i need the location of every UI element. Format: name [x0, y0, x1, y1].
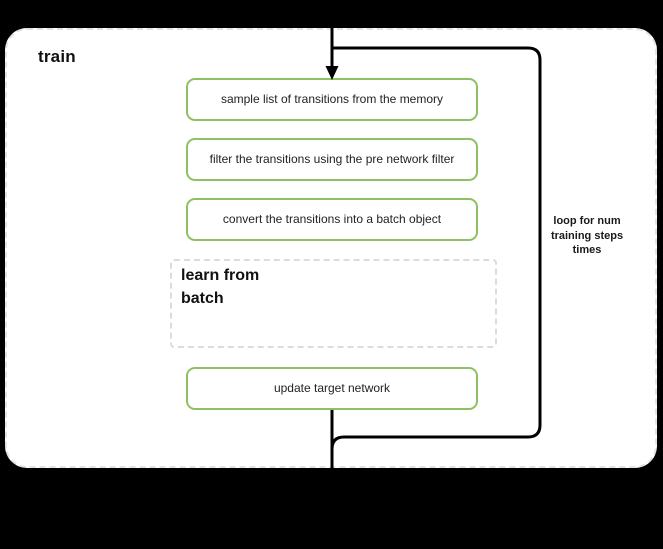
step-label-filter: filter the transitions using the pre net…	[209, 152, 455, 167]
loop-annotation-label: loop for num training steps times	[548, 214, 626, 258]
loop-label-line-1: loop for num	[553, 215, 621, 227]
step-label-update: update target network	[273, 381, 391, 396]
learn-from-batch-title: learn from batch	[181, 265, 331, 310]
learn-from-batch-title-line-1: learn from	[181, 267, 260, 284]
step-box-filter[interactable]: filter the transitions using the pre net…	[186, 138, 478, 181]
step-box-convert[interactable]: convert the transitions into a batch obj…	[186, 198, 478, 241]
learn-from-batch-title-line-2: batch	[181, 289, 224, 307]
step-box-update[interactable]: update target network	[186, 367, 478, 410]
step-label-sample: sample list of transitions from the memo…	[220, 92, 444, 107]
loop-label-line-2: training steps	[550, 229, 624, 242]
step-label-convert: convert the transitions into a batch obj…	[222, 212, 442, 227]
step-box-sample[interactable]: sample list of transitions from the memo…	[186, 78, 478, 121]
loop-label-line-3: times	[572, 244, 602, 257]
page-title: train	[38, 47, 76, 66]
